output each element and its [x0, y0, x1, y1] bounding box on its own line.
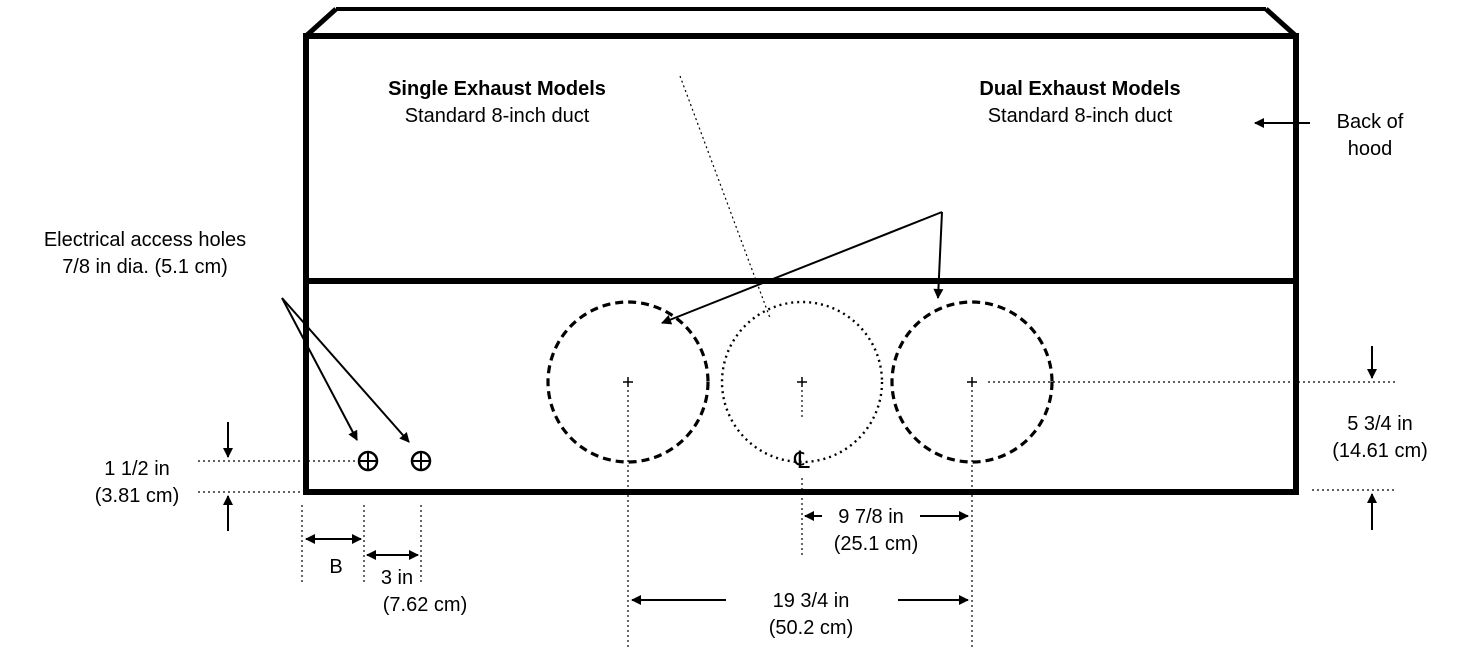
dual-exhaust-title: Dual Exhaust Models: [979, 78, 1180, 100]
centerline-symbol: ℄: [793, 447, 810, 474]
right-height-in: 5 3/4 in: [1347, 413, 1413, 435]
left-height-in: 1 1/2 in: [104, 458, 170, 480]
hood-outline: [303, 7, 1299, 495]
spacing-cm: (7.62 cm): [383, 594, 467, 616]
b-dimension-label: B: [329, 556, 342, 578]
back-of-hood-line2: hood: [1348, 138, 1393, 160]
spacing-in: 3 in: [381, 567, 413, 589]
electrical-holes-line1: Electrical access holes: [44, 229, 246, 251]
electrical-hole-left: [357, 450, 379, 472]
hood-right-bevel: [1264, 7, 1298, 38]
back-of-hood-line1: Back of: [1337, 111, 1404, 133]
single-exhaust-title: Single Exhaust Models: [388, 78, 606, 100]
arrow-electrical-2: [281, 297, 410, 443]
center-cross-left: [623, 377, 633, 387]
single-exhaust-subtitle: Standard 8-inch duct: [405, 105, 590, 127]
dual-duct-right: [890, 300, 1054, 464]
arrow-electrical-1: [281, 297, 358, 441]
center-cross-middle: [797, 377, 807, 387]
labels: Single Exhaust Models Standard 8-inch du…: [44, 78, 1428, 639]
pointer-arrows: [281, 118, 1310, 443]
center-cross-right: [967, 377, 977, 387]
center-offset-in: 9 7/8 in: [838, 506, 904, 528]
center-marks: [623, 377, 977, 387]
center-offset-cm: (25.1 cm): [834, 533, 918, 555]
hood-body: [303, 33, 1299, 495]
left-height-cm: (3.81 cm): [95, 485, 179, 507]
electrical-holes-line2: 7/8 in dia. (5.1 cm): [62, 256, 228, 278]
dual-span-cm: (50.2 cm): [769, 617, 853, 639]
electrical-hole-right: [410, 450, 432, 472]
arrow-dual-left: [661, 211, 943, 325]
single-duct-center: [720, 300, 884, 464]
arrow-dual-right: [933, 211, 944, 299]
right-height-cm: (14.61 cm): [1332, 440, 1428, 462]
single-exhaust-leader: [679, 75, 771, 319]
dual-exhaust-subtitle: Standard 8-inch duct: [988, 105, 1173, 127]
hood-left-bevel: [304, 7, 338, 38]
dual-duct-left: [546, 300, 710, 464]
extension-lines: [198, 75, 1395, 648]
electrical-holes: [357, 450, 432, 472]
duct-circles: [546, 300, 1054, 464]
dual-span-in: 19 3/4 in: [773, 590, 850, 612]
dimension-arrows: [223, 346, 1377, 605]
